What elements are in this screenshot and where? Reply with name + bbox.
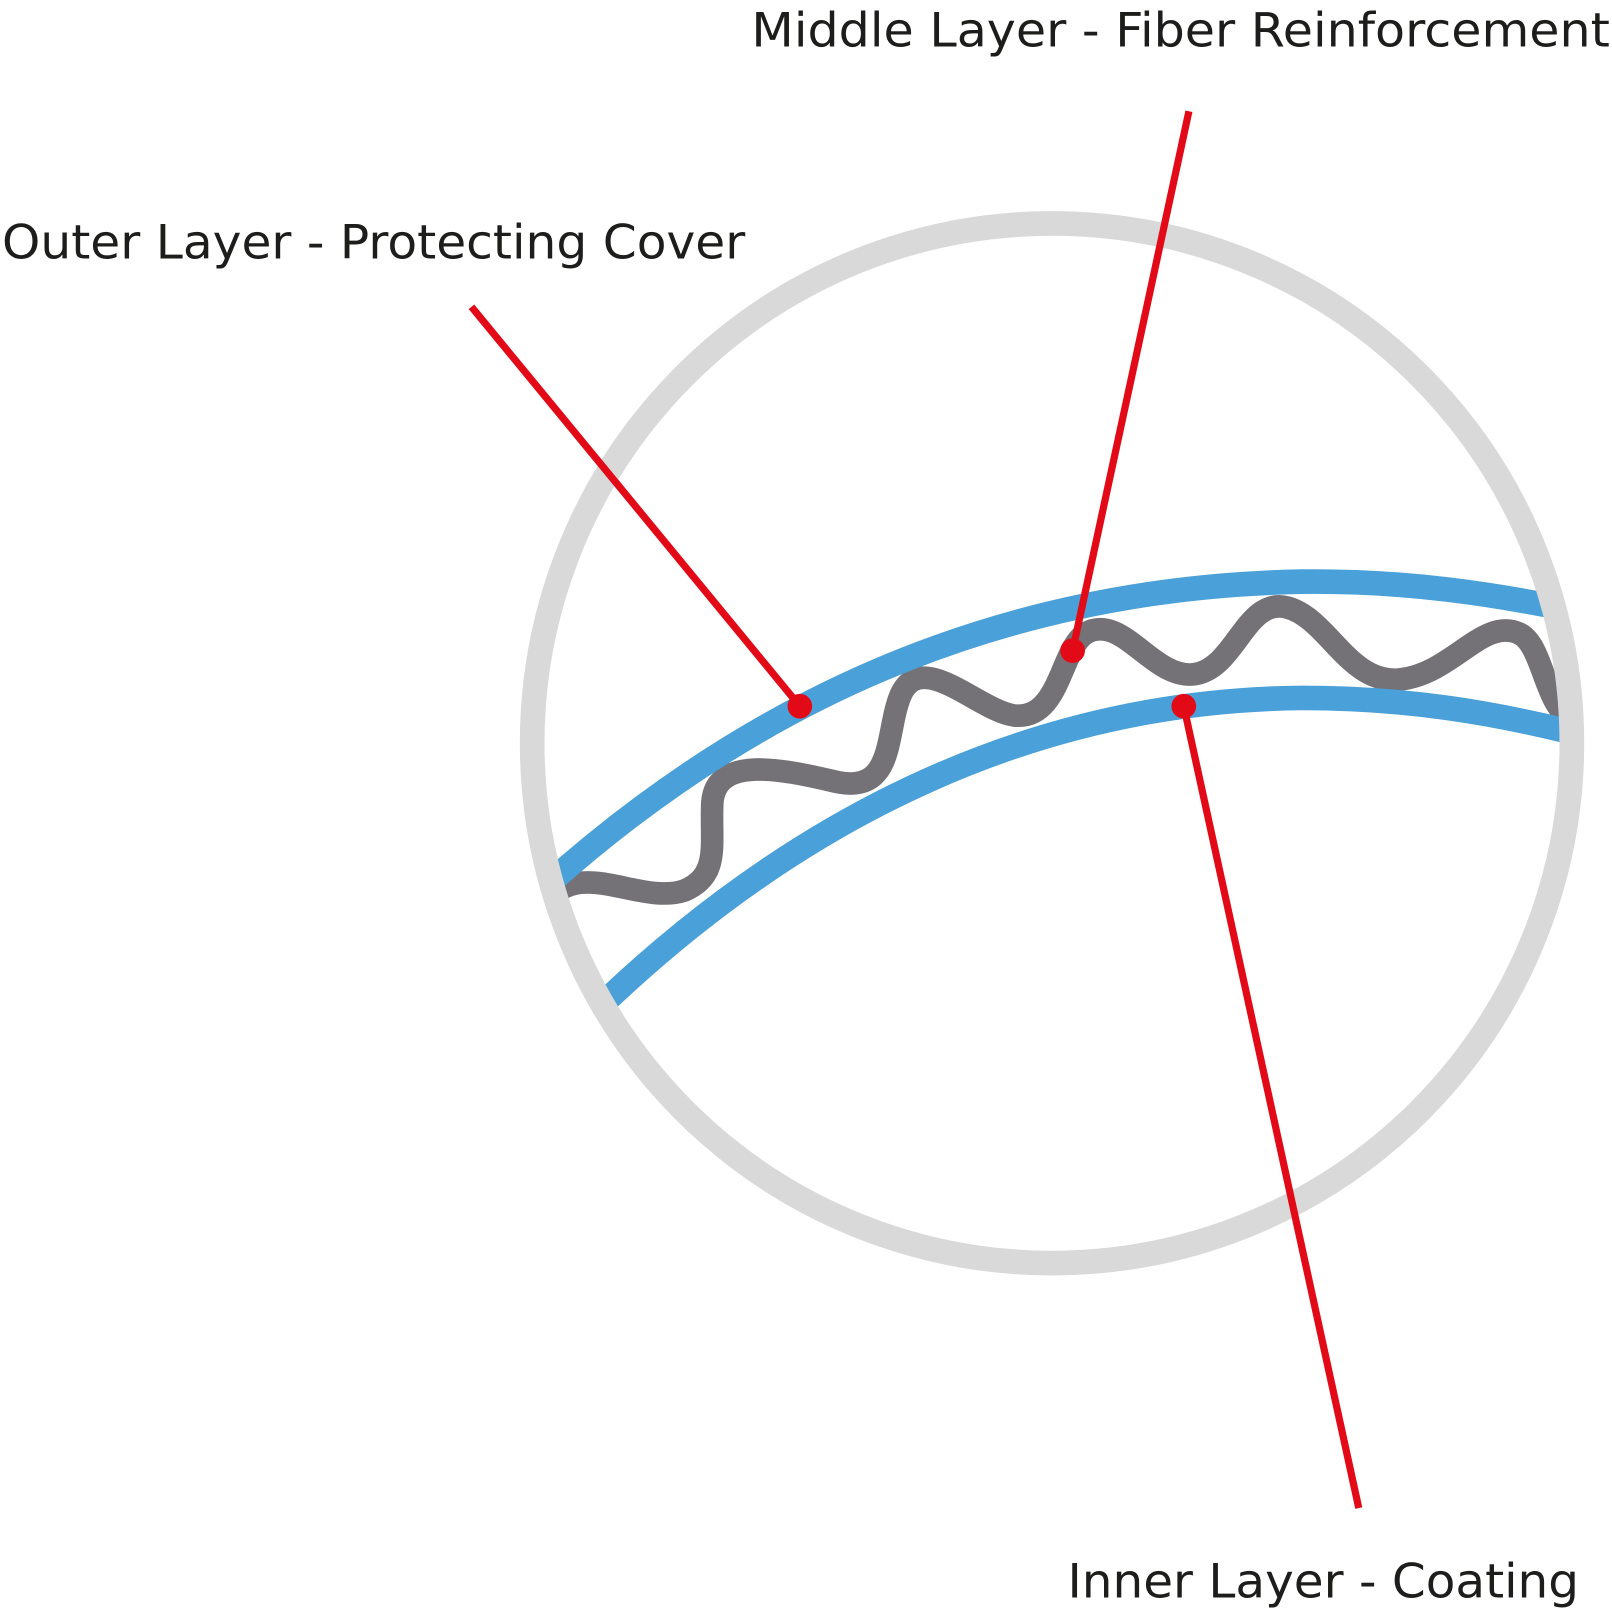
outer-layer-band bbox=[537, 569, 1567, 905]
inner-pointer-line bbox=[1180, 705, 1363, 1509]
outer-pointer-dot bbox=[787, 693, 813, 719]
middle-pointer-line bbox=[1069, 110, 1193, 652]
outer-pointer-line bbox=[468, 304, 803, 709]
inner-pointer-dot bbox=[1171, 693, 1197, 719]
middle-pointer-dot bbox=[1060, 638, 1085, 663]
middle-layer-label: Middle Layer - Fiber Reinforcement bbox=[751, 3, 1609, 58]
magnifier-ring bbox=[519, 211, 1585, 1276]
inner-layer-label: Inner Layer - Coating bbox=[1067, 1555, 1579, 1609]
outer-layer-label: Outer Layer - Protecting Cover bbox=[2, 215, 746, 270]
fiber-reinforcement-wave bbox=[537, 595, 1567, 918]
